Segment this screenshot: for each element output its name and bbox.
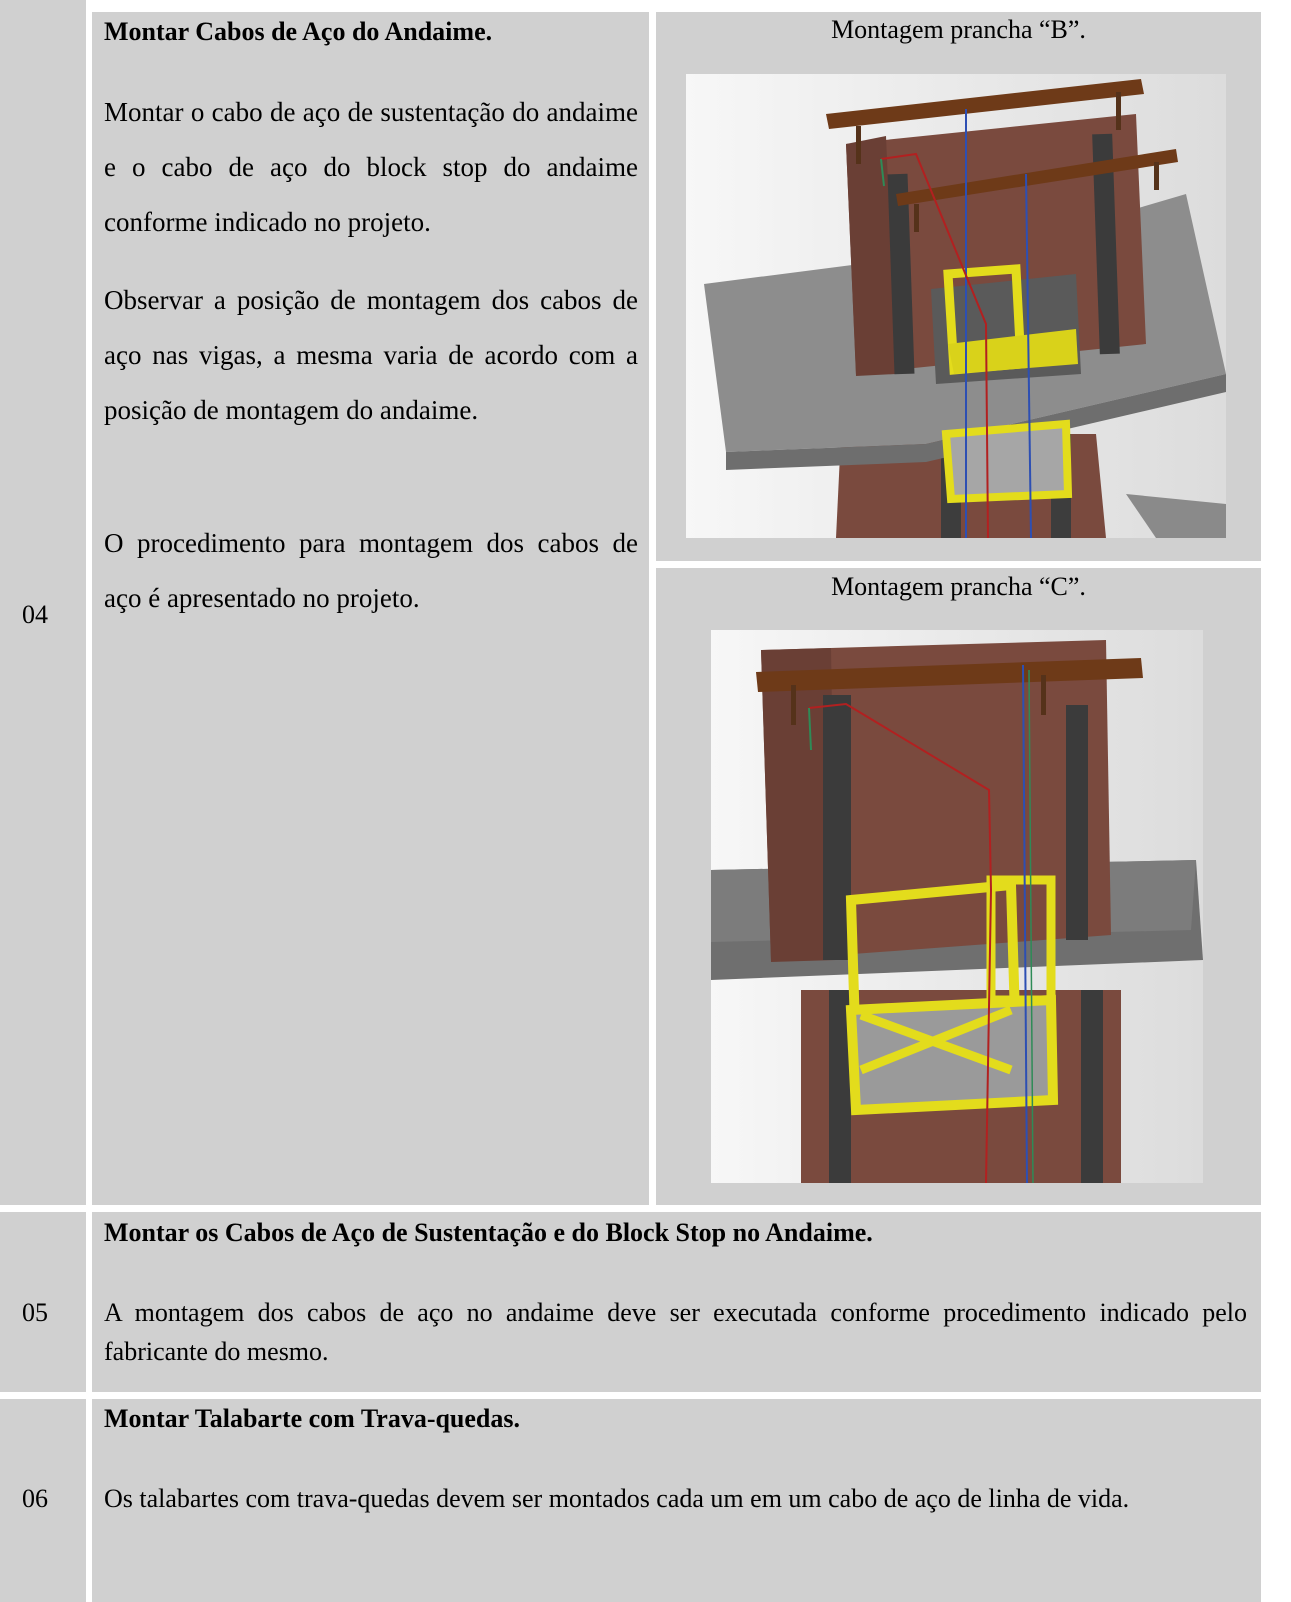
step-number-04: 04 <box>22 600 48 629</box>
step-text-cell-04 <box>92 12 649 1205</box>
step-number-cell-06 <box>0 1399 86 1602</box>
step-number-cell-05 <box>0 1212 86 1392</box>
step-title-06: Montar Talabarte com Trava-quedas. <box>104 1404 521 1433</box>
scaffold-render-b-image <box>686 74 1226 538</box>
step-title-05: Montar os Cabos de Aço de Sustentação e … <box>104 1218 873 1247</box>
step-04-paragraph-3: O procedimento para montagem dos cabos d… <box>104 528 638 613</box>
step-04-paragraph-2: Observar a posição de montagem dos cabos… <box>104 285 638 425</box>
step-number-06: 06 <box>22 1484 48 1513</box>
figure-caption-b: Montagem prancha “B”. <box>831 15 1086 44</box>
step-number-05: 05 <box>22 1298 48 1327</box>
step-title-04: Montar Cabos de Aço do Andaime. <box>104 17 493 46</box>
step-06-text: Os talabartes com trava-quedas devem ser… <box>104 1484 1130 1513</box>
figure-caption-c: Montagem prancha “C”. <box>831 572 1086 601</box>
step-number-cell-04 <box>0 0 86 1205</box>
step-text-cell-06 <box>92 1399 1261 1602</box>
step-text-cell-05 <box>92 1212 1261 1392</box>
step-05-text: A montagem dos cabos de aço no andaime d… <box>104 1298 1247 1366</box>
scaffold-render-c-image <box>711 630 1203 1183</box>
step-04-paragraph-1: Montar o cabo de aço de sustentação do a… <box>104 97 638 237</box>
